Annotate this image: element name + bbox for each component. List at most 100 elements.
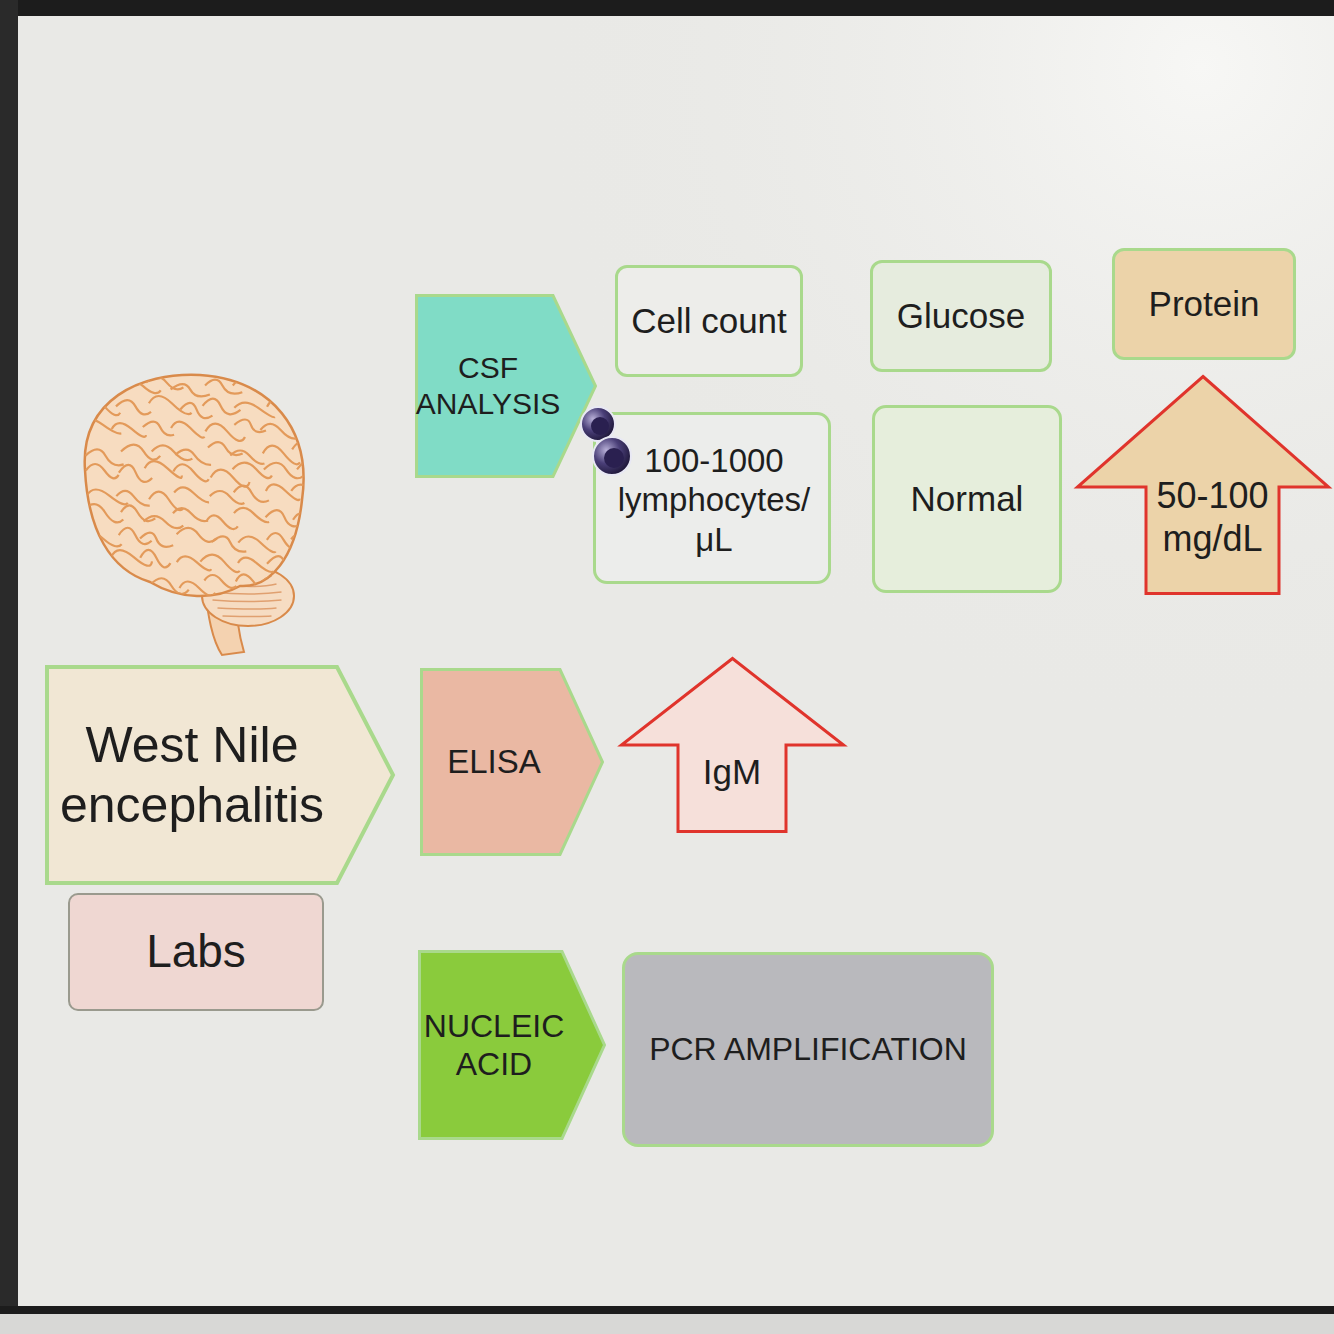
text-area: NUCLEIC ACID — [424, 956, 564, 1134]
gyrus-fold — [295, 382, 329, 394]
gyrus-fold — [267, 556, 300, 574]
gyrus-fold — [292, 402, 330, 419]
text-area: ELISA — [426, 674, 562, 850]
gyrus-fold — [152, 445, 193, 460]
node-label: CSF ANALYSIS — [416, 350, 561, 422]
text-area: IgM — [678, 719, 786, 825]
text-area: 50-100 mg/dL — [1146, 447, 1279, 587]
gyrus-fold — [291, 485, 332, 501]
gyrus-fold — [86, 449, 124, 465]
gyrus-fold — [86, 380, 123, 393]
increase-arrow: 50-100 mg/dL — [1076, 375, 1330, 595]
text-area: Normal — [880, 413, 1054, 585]
node-label: NUCLEIC ACID — [424, 1007, 564, 1084]
gyrus-fold — [204, 575, 236, 588]
gyrus-fold — [143, 422, 174, 436]
gyrus-fold — [81, 533, 121, 546]
gyrus-fold — [180, 403, 212, 418]
node-label: West Nile encephalitis — [59, 715, 325, 835]
cerebellum — [202, 566, 294, 626]
brain-gyri — [81, 377, 339, 596]
node-label: 100-1000 lymphocytes/μL — [607, 441, 821, 560]
gyrus-fold — [145, 461, 182, 478]
text-area: Cell count — [623, 271, 795, 371]
node-label: Normal — [911, 478, 1024, 520]
text-area: 100-1000 lymphocytes/μL — [607, 426, 821, 574]
gyrus-fold — [116, 491, 149, 506]
gyrus-fold — [150, 578, 189, 594]
cell-nucleus — [604, 448, 624, 468]
node-label: Labs — [146, 924, 246, 979]
topic-arrow-outline — [45, 665, 395, 885]
gyrus-fold — [264, 463, 305, 478]
gyrus-fold — [200, 555, 239, 573]
increase-arrow-shape — [622, 659, 844, 832]
node-label: Glucose — [897, 295, 1025, 337]
gyrus-fold — [119, 528, 152, 544]
gyrus-fold — [119, 465, 152, 482]
node-label: PCR AMPLIFICATION — [649, 1030, 967, 1068]
gyrus-fold — [91, 572, 134, 587]
gyrus-fold — [173, 508, 208, 521]
gyrus-fold — [86, 464, 119, 478]
gyrus-fold — [82, 419, 121, 433]
gyrus-fold — [234, 508, 269, 522]
section-box: Labs — [68, 893, 324, 1011]
parameter-box: Cell count — [615, 265, 803, 377]
text-area: PCR AMPLIFICATION — [632, 960, 984, 1139]
text-area: Labs — [78, 901, 314, 1003]
cerebellum-fold — [213, 600, 282, 602]
gyrus-fold — [267, 533, 300, 549]
gyrus-fold — [205, 424, 245, 441]
gyrus-fold — [174, 487, 209, 502]
gyrus-fold — [210, 491, 245, 504]
gyrus-fold — [81, 399, 121, 415]
gyrus-fold — [112, 423, 146, 437]
parameter-box: Protein — [1112, 248, 1296, 360]
text-area: West Nile encephalitis — [59, 675, 325, 875]
topic-arrow-shape — [47, 667, 393, 883]
gyrus-fold — [206, 515, 238, 529]
cerebrum — [85, 375, 304, 596]
gyrus-fold — [295, 418, 334, 435]
gyrus-fold — [177, 556, 211, 570]
gyrus-fold — [111, 550, 152, 566]
test-arrow-outline — [418, 950, 606, 1140]
screen-bezel-left — [0, 0, 18, 1334]
gyrus-fold — [294, 558, 328, 574]
gyrus-fold — [175, 450, 211, 465]
increase-arrow-outline — [620, 657, 845, 833]
test-arrow: NUCLEIC ACID — [418, 950, 606, 1140]
node-label: IgM — [703, 751, 761, 793]
cell-nucleus — [591, 417, 609, 435]
gyrus-fold — [121, 505, 155, 521]
cerebellum-fold — [223, 615, 272, 617]
method-box: PCR AMPLIFICATION — [622, 952, 994, 1147]
node-label: ELISA — [447, 742, 541, 782]
gyrus-fold — [179, 582, 215, 596]
node-label: Protein — [1149, 283, 1260, 325]
node-label: 50-100 mg/dL — [1146, 474, 1279, 560]
brain-illustration — [81, 375, 339, 655]
gyrus-fold — [292, 442, 327, 459]
gyrus-fold — [82, 504, 123, 522]
gyrus-fold — [263, 446, 300, 465]
screen-bezel-top — [0, 0, 1334, 16]
screen-bezel-bottom — [0, 1306, 1334, 1314]
gyrus-fold — [267, 399, 306, 415]
gyrus-fold — [291, 534, 333, 546]
text-area: Glucose — [878, 266, 1044, 366]
increase-arrow-shape — [1078, 377, 1329, 594]
node-label: Cell count — [631, 300, 787, 342]
test-arrow: ELISA — [420, 668, 604, 856]
gyrus-fold — [116, 400, 151, 414]
text-area: CSF ANALYSIS — [421, 300, 555, 472]
gyrus-fold — [171, 422, 204, 438]
gyrus-fold — [211, 470, 250, 487]
test-arrow-shape — [422, 670, 603, 855]
gyrus-fold — [144, 516, 184, 528]
gyrus-fold — [146, 377, 183, 390]
gyrus-fold — [140, 550, 170, 568]
increase-arrow: IgM — [620, 657, 845, 833]
gyrus-fold — [113, 575, 153, 590]
